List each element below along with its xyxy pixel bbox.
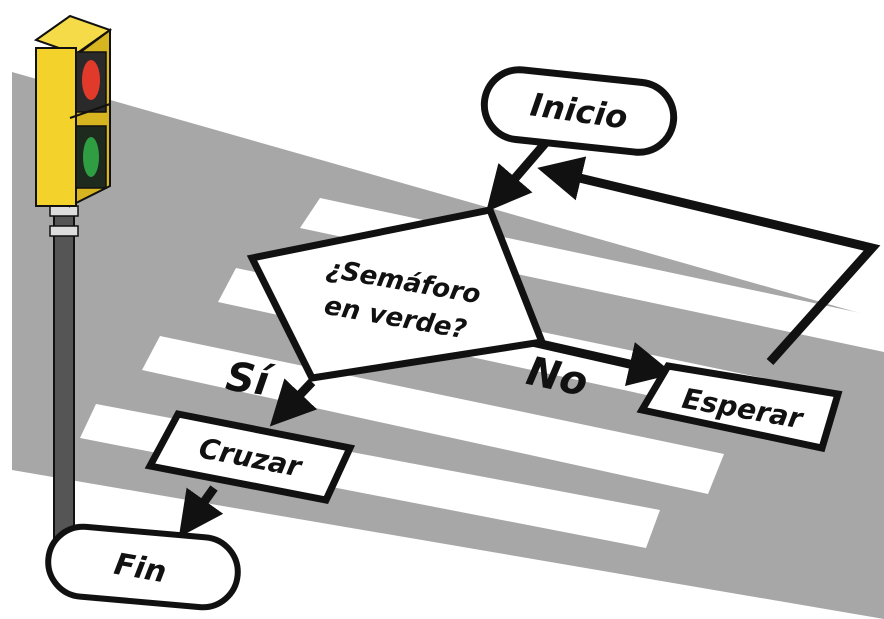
edge-cruzar-fin <box>178 485 224 538</box>
edge-decision-esperar <box>531 337 674 387</box>
signal-collar <box>49 225 79 237</box>
node-cruzar: Cruzar <box>144 410 356 504</box>
node-decision-shape <box>246 205 547 382</box>
node-fin-shape <box>45 523 241 611</box>
edges <box>178 137 881 538</box>
crosswalk-stripe <box>142 336 724 494</box>
edge-inicio-decision <box>486 137 552 212</box>
signal-pole <box>53 211 75 551</box>
red-walker-icon <box>82 60 100 100</box>
signal-housing-front <box>35 47 77 207</box>
node-inicio-shape <box>480 66 678 156</box>
traffic-light-icon <box>33 14 113 551</box>
node-fin: Fin <box>45 523 241 611</box>
signal-collar <box>49 205 79 217</box>
signal-divider <box>69 103 111 119</box>
green-walker-icon <box>83 137 99 177</box>
edge-decision-cruzar <box>269 378 318 427</box>
node-esperar: Esperar <box>636 362 843 453</box>
node-decision: ¿Semáforo en verde? <box>246 205 547 382</box>
edge-esperar-loop <box>537 156 881 366</box>
node-inicio: Inicio <box>480 66 678 156</box>
node-cruzar-shape <box>144 410 356 504</box>
node-esperar-shape <box>636 362 843 453</box>
